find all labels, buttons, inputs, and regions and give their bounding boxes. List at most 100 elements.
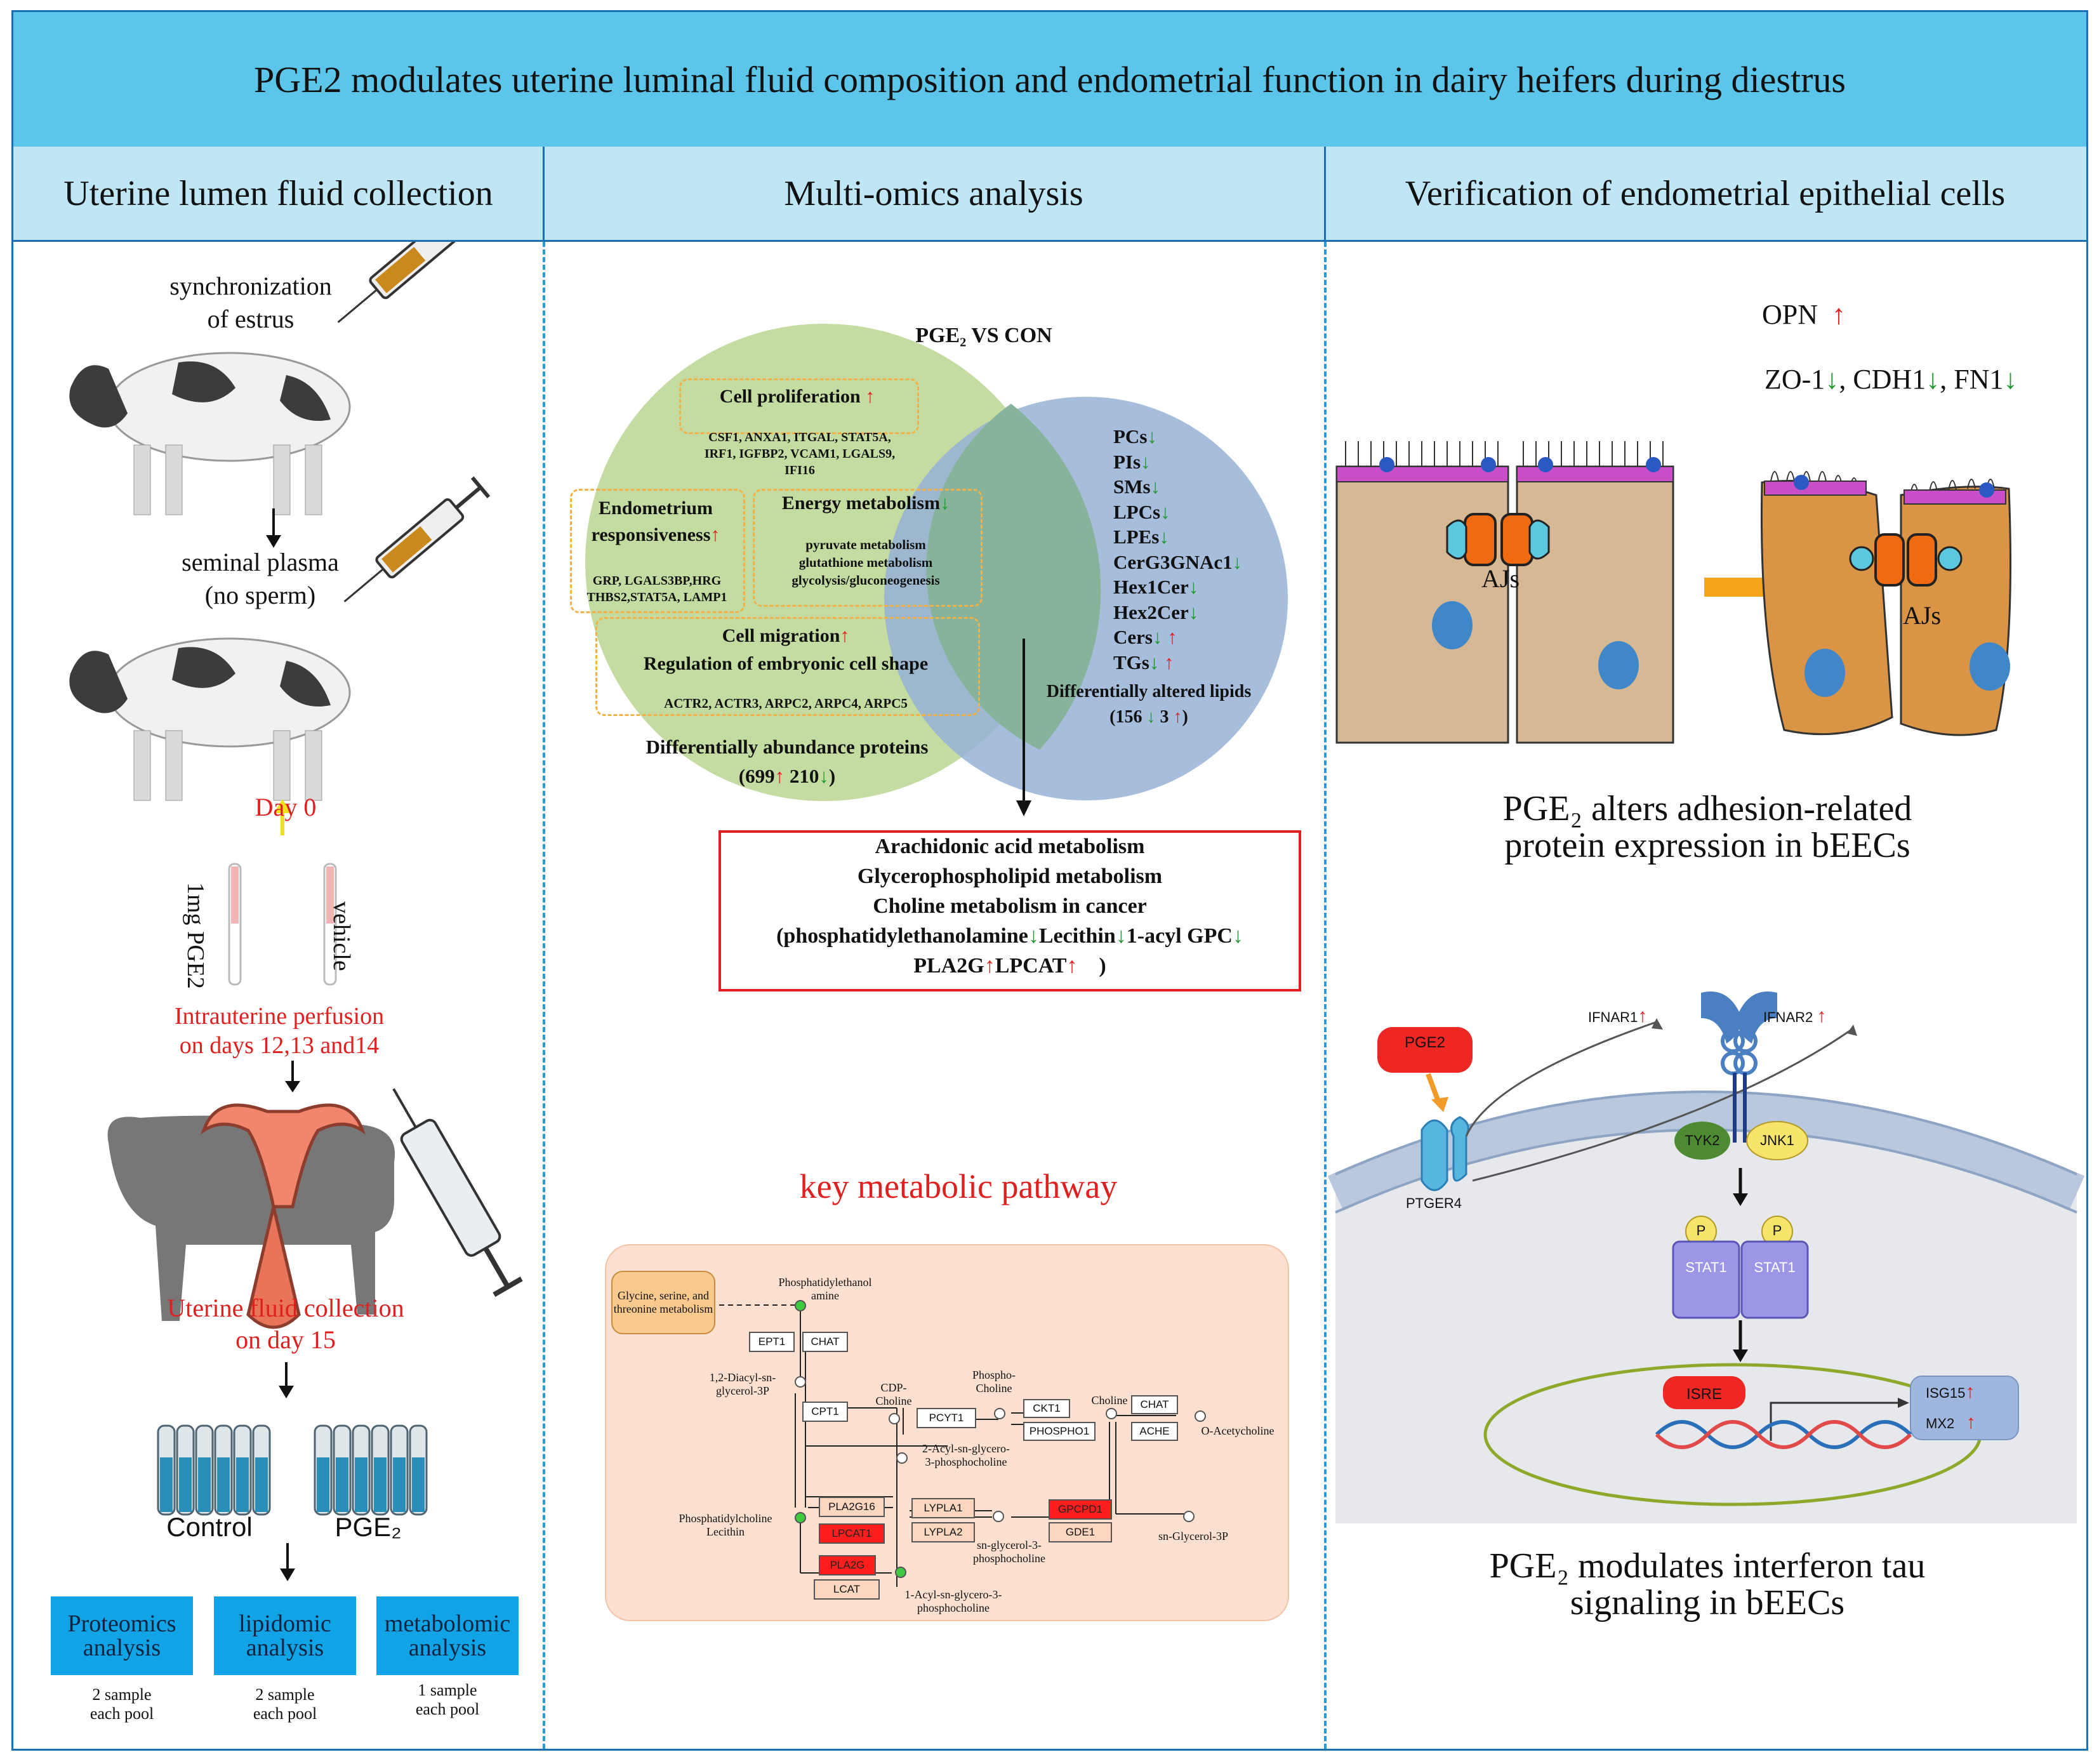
migration-genes: ACTR2, ACTR3, ARPC2, ARPC4, ARPC5 [664, 696, 908, 711]
enzyme-text: CKT1 [1033, 1402, 1061, 1414]
opn-text: OPN [1762, 299, 1818, 330]
up-arrow-icon: ↑ [865, 386, 875, 407]
dap-label: Differentially abundance proteins (699↑ … [597, 733, 977, 791]
label-text: Choline [875, 1395, 912, 1407]
caption-text: protein expression in bEECs [1504, 826, 1910, 865]
figure-title: PGE2 modulates uterine luminal fluid com… [13, 12, 2086, 149]
migration-heading: Cell migration↑ Regulation of embryonic … [595, 622, 976, 678]
kegg-enzyme-highlighted: PLA2G [819, 1555, 876, 1575]
gene-text: PLA2G [913, 954, 984, 978]
perfusion-text: Intrauterine perfusion [174, 1003, 385, 1030]
up-arrow-icon: ↑ [1638, 1005, 1648, 1026]
cow-illustration [69, 352, 351, 515]
detail-text: pyruvate metabolism [805, 537, 926, 552]
analysis-label: Proteomics analysis [67, 1610, 176, 1661]
kegg-enzyme: ACHE [1131, 1422, 1178, 1441]
heading-text: Endometrium [599, 498, 713, 519]
isg15-label: ISG15↑ [1926, 1381, 1975, 1403]
dashed-divider [1324, 242, 1327, 1749]
lipid-item: LPCs↓ [1113, 500, 1278, 525]
kegg-enzyme: LYPLA2 [911, 1522, 975, 1542]
gene-text: THBS2,STAT5A, LAMP1 [586, 590, 727, 604]
adhesion-markers: ZO-1↓, CDH1↓, FN1↓ [1765, 363, 2017, 395]
down-arrow-icon: ↓ [2003, 364, 2018, 395]
cell-prolif-box [679, 378, 919, 434]
energy-details: pyruvate metabolism glutathione metaboli… [753, 536, 979, 589]
heading-text: Multi-omics analysis [784, 173, 1083, 213]
lipid-text: TGs [1113, 651, 1149, 673]
tube-label-pge2: 1mg PGE2 [182, 882, 209, 989]
day0-label: Day 0 [255, 793, 317, 821]
lipid-list: PCs↓PIs↓SMs↓LPCs↓LPEs↓CerG3GNAc1↓Hex1Cer… [1113, 424, 1278, 675]
down-arrow-icon: ↓ [1188, 576, 1199, 598]
key-pathway-title: key metabolic pathway [799, 1167, 1118, 1205]
pathway-box [718, 830, 1301, 991]
jnk1-label: JNK1 [1760, 1132, 1794, 1148]
ifnar2-label: IFNAR2 ↑ [1763, 1005, 1826, 1027]
marker-text: ZO-1 [1765, 364, 1825, 395]
syringe-icon [343, 476, 491, 602]
dal-label: Differentially altered lipids (156 ↓ 3 ↑… [1009, 679, 1288, 730]
enzyme-text: PLA2G [830, 1559, 865, 1571]
label-text: 1,2-Diacyl-sn- [709, 1371, 776, 1384]
pathway-text: Choline metabolism in cancer [873, 894, 1147, 918]
receptor-text: IFNAR1 [1588, 1009, 1638, 1025]
pge2-label: PGE₂ [334, 1512, 402, 1542]
down-arrow-icon: ↓ [1825, 364, 1839, 395]
metabolite-text: Lecithin [1038, 924, 1116, 948]
ptger4-label: PTGER4 [1406, 1195, 1462, 1211]
heading-text: Uterine lumen fluid collection [63, 173, 493, 213]
phospho-label: P [1772, 1223, 1782, 1238]
ifn-caption: PGE₂ modulates interferon tau signaling … [1371, 1548, 2044, 1621]
syringe-icon [337, 242, 458, 323]
kegg-enzyme: PLA2G16 [819, 1497, 885, 1517]
up-arrow-icon: ↑ [1965, 1381, 1975, 1402]
kegg-enzyme: CHAT [802, 1332, 848, 1352]
kegg-label: sn-Glycerol-3P [1158, 1530, 1228, 1542]
dal-text: Differentially altered lipids [1046, 682, 1252, 701]
gene-text: ISG15 [1926, 1385, 1966, 1401]
figure-frame [11, 10, 2088, 1751]
venn-title: PGE₂ VS CON [915, 324, 1052, 347]
kegg-node [994, 1408, 1005, 1419]
energy-heading: Energy metabolism↓ [753, 493, 979, 514]
kegg-enzyme: GDE1 [1049, 1522, 1112, 1542]
lipid-item: PIs↓ [1113, 449, 1278, 475]
lipid-item: Hex2Cer↓ [1113, 600, 1278, 625]
gene-text: CSF1, ANXA1, ITGAL, STAT5A, [708, 430, 891, 444]
paren-text: ) [1099, 954, 1106, 978]
note-text: each pool [415, 1700, 480, 1718]
column-heading-middle: Multi-omics analysis [543, 147, 1324, 242]
down-arrow-icon: ↓ [1150, 475, 1161, 498]
lipid-item: TGs↓ ↑ [1113, 650, 1278, 675]
note-text: each pool [253, 1704, 317, 1723]
enzyme-text: LYPLA2 [924, 1526, 963, 1538]
seminal-text-2: (no sperm) [204, 581, 316, 609]
heading-text: Energy metabolism [781, 493, 941, 514]
tube-label-vehicle: vehicle [328, 901, 355, 971]
up-arrow-icon: ↑ [1832, 299, 1846, 330]
opn-label: OPN ↑ [1762, 298, 1846, 331]
seminal-label: seminal plasma (no sperm) [133, 546, 387, 612]
up-arrow-icon: ↑ [1164, 651, 1174, 673]
label-text: CDP- [880, 1381, 907, 1394]
kegg-enzyme: PCYT1 [917, 1408, 976, 1428]
dap-up-count: 699 [745, 765, 775, 787]
lipid-text: Hex2Cer [1113, 600, 1189, 623]
gene-text: GRP, LGALS3BP,HRG [592, 574, 722, 588]
cell-prolif-heading: Cell proliferation ↑ [679, 386, 915, 408]
gene-text: IFI16 [785, 463, 815, 477]
caption-text: signaling in bEECs [1570, 1583, 1845, 1622]
kegg-node [795, 1300, 806, 1311]
lipid-item: LPEs↓ [1113, 524, 1278, 550]
up-arrow-icon: ↑ [1167, 626, 1177, 648]
enzyme-text: LCAT [833, 1583, 861, 1595]
gene-text: LPCAT [995, 954, 1067, 978]
enzyme-text: ACHE [1139, 1425, 1170, 1437]
mx2-label: MX2 ↑ [1926, 1412, 1976, 1433]
kegg-label: 2-Acyl-sn-glycero-3-phosphocholine [909, 1442, 1023, 1469]
kegg-enzyme: CKT1 [1023, 1399, 1070, 1418]
column-heading-left: Uterine lumen fluid collection [13, 147, 543, 242]
